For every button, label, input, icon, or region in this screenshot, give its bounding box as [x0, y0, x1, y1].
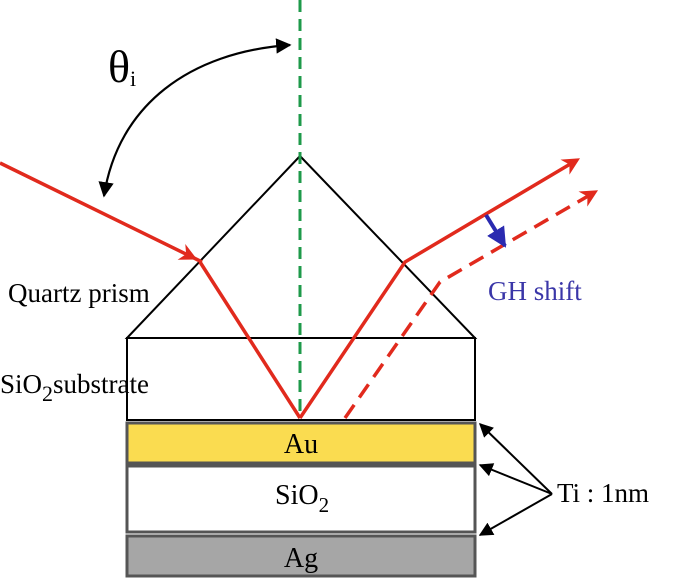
gold-label: Au [284, 429, 318, 460]
gh-shift-label: GH shift [488, 276, 582, 306]
ti-pointer-upper [478, 423, 553, 495]
angle-symbol: θ [108, 41, 130, 92]
angle-label: θi [108, 41, 136, 92]
substrate-label-sub: 2 [42, 381, 53, 406]
sio2-spacer-layer [125, 464, 477, 534]
spacer-label-main: SiO [275, 480, 319, 511]
ti-pointer-lower [478, 493, 553, 536]
prism-label: Quartz prism [8, 278, 150, 308]
quartz-prism [124, 154, 478, 339]
incident-beam [0, 161, 198, 260]
silver-label: Ag [284, 543, 318, 574]
spacer-label: SiO2 [275, 480, 329, 517]
incident-beam-join [187, 253, 203, 264]
refracted-beam-in [198, 261, 302, 419]
silver-layer [125, 534, 477, 578]
ti-label: Ti : 1nm [557, 478, 649, 508]
ti-pointer-middle [478, 463, 553, 495]
gh-shift-arrow [484, 213, 507, 248]
angle-subscript: i [130, 66, 136, 91]
spacer-label-sub: 2 [319, 493, 330, 517]
shifted-beam [343, 190, 599, 420]
gold-layer [125, 421, 477, 465]
substrate-label-rest: substrate [53, 369, 149, 399]
substrate-label-main: SiO [0, 369, 42, 399]
reflected-beam [298, 158, 581, 419]
angle-arc [98, 38, 292, 198]
substrate-label: SiO2substrate [0, 369, 149, 406]
